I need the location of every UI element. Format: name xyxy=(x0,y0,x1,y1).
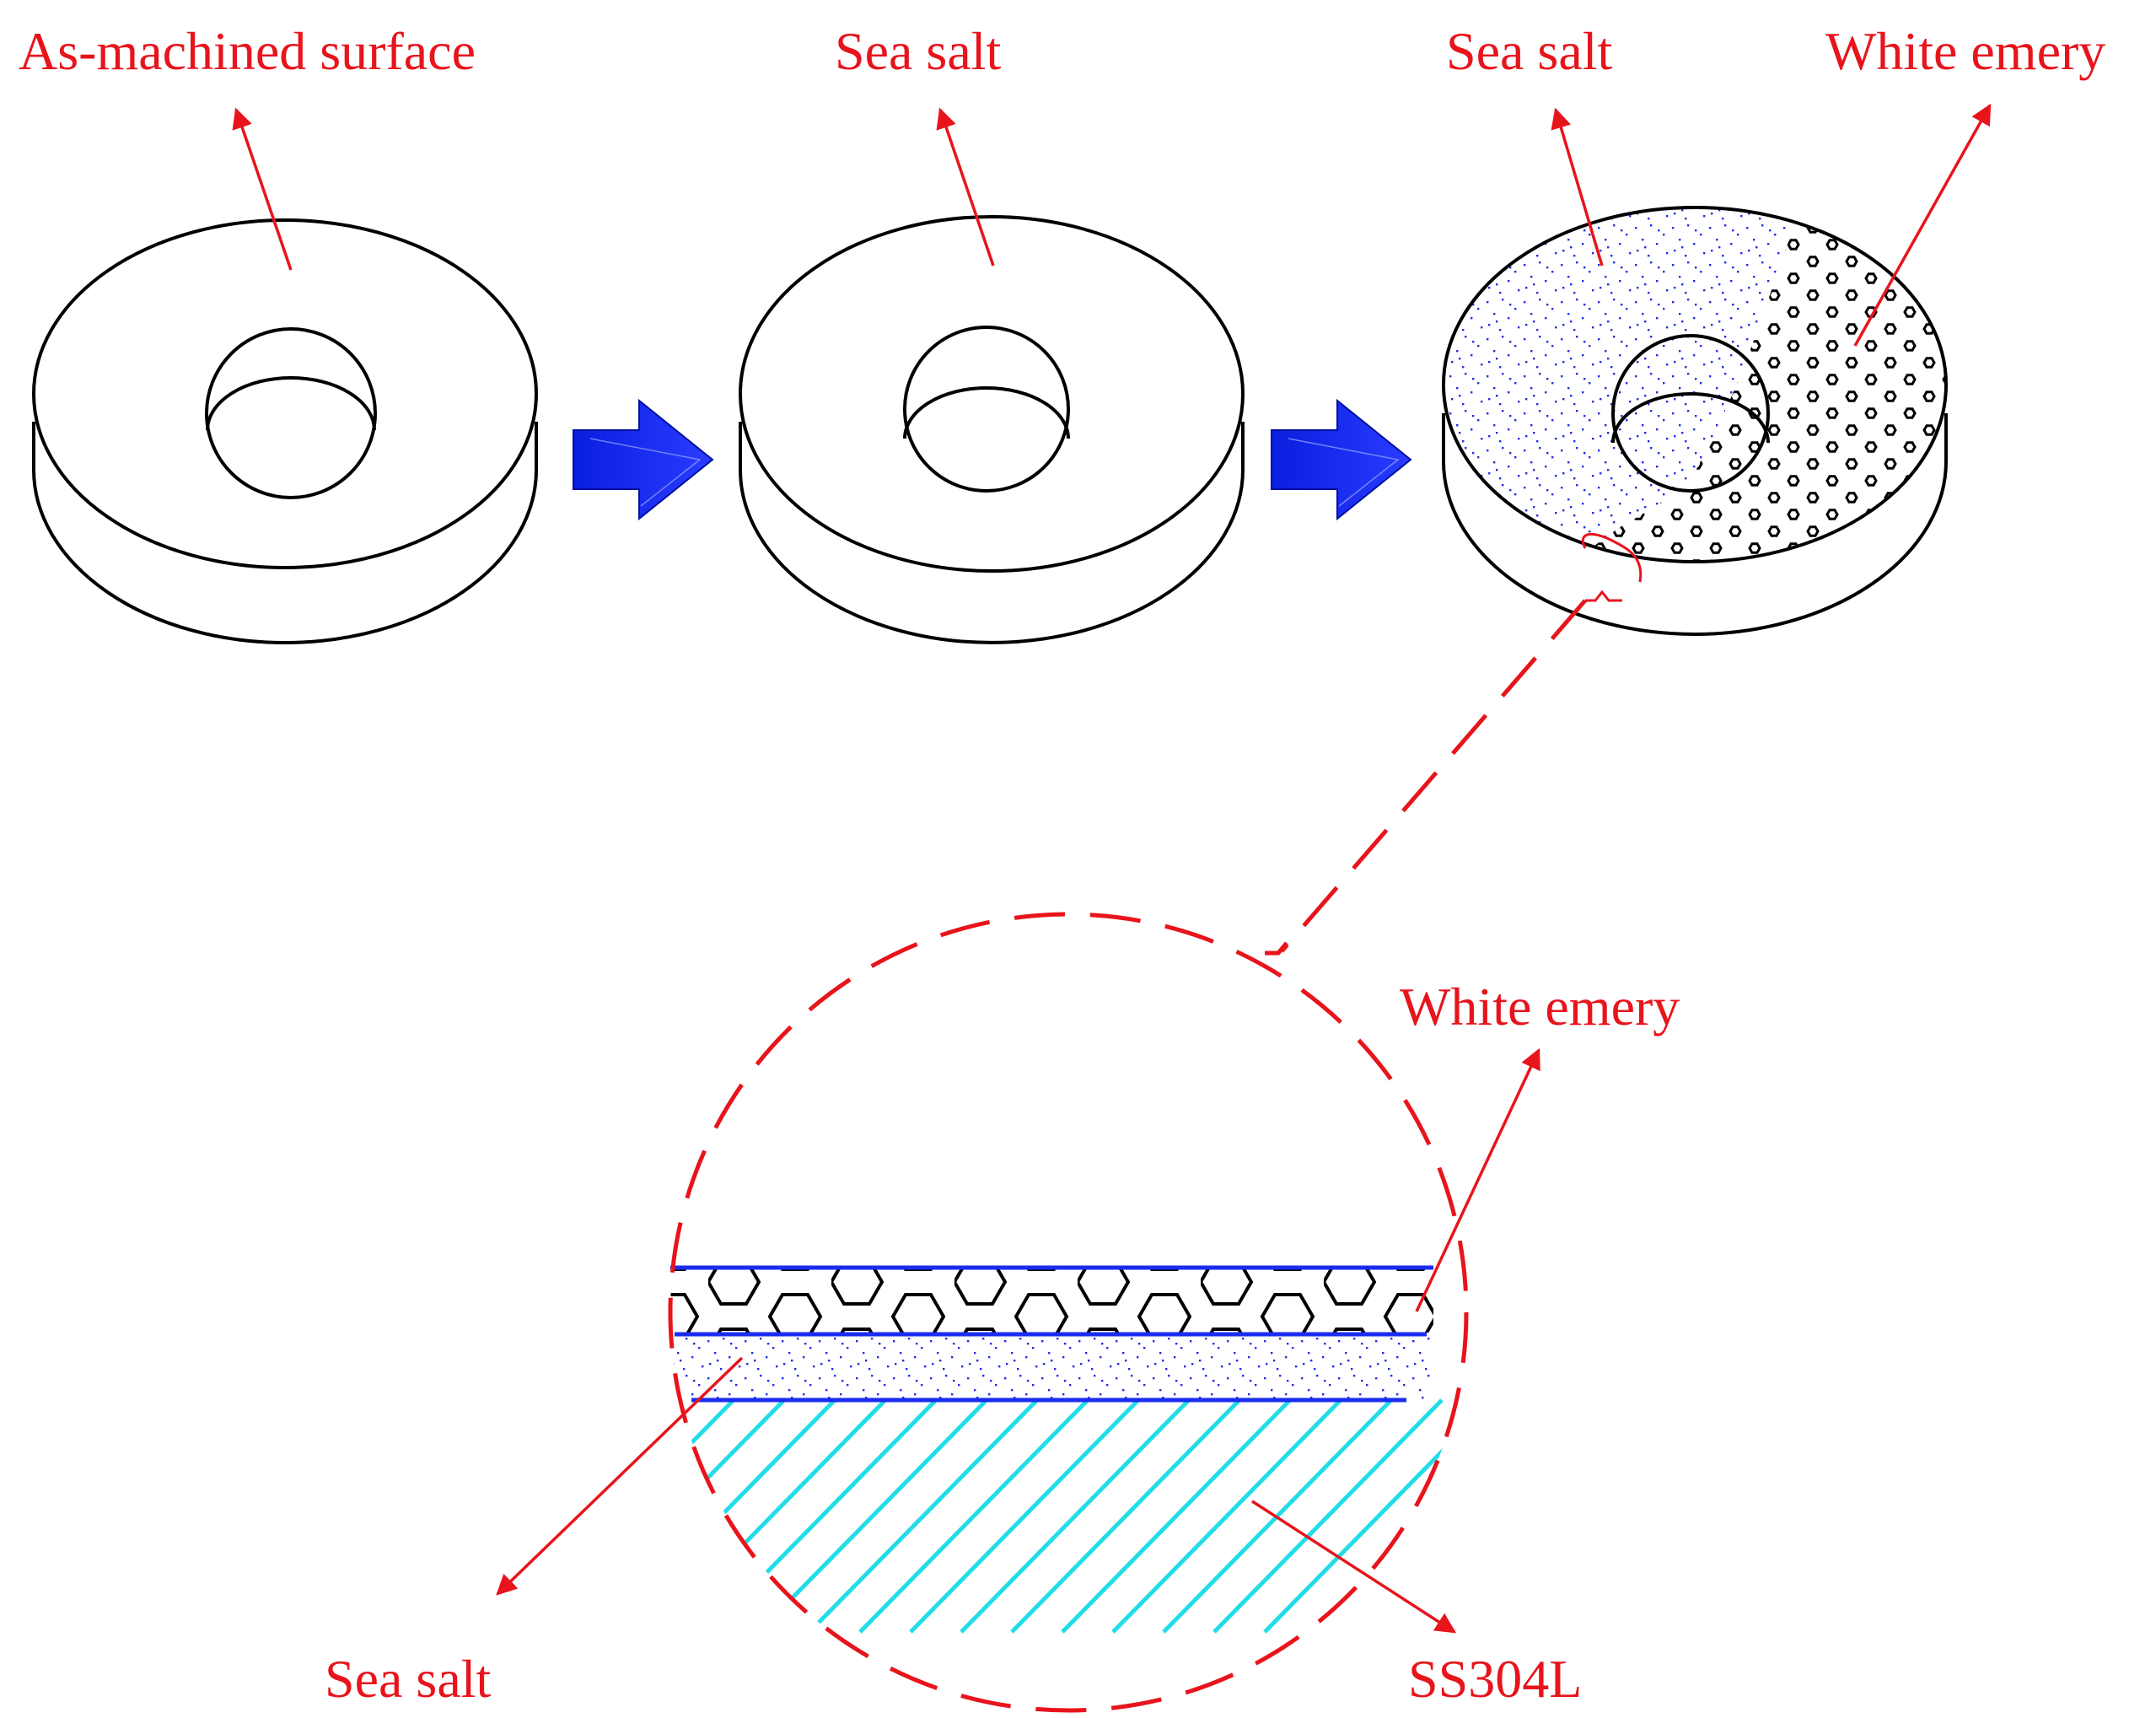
process-arrow-icon xyxy=(1271,398,1412,521)
zoom-connector xyxy=(1280,599,1587,953)
ring-sea-salt xyxy=(739,215,1245,644)
label-sea-salt-stage2: Sea salt xyxy=(835,21,1002,81)
label-ss304l: SS304L xyxy=(1408,1649,1582,1709)
label-as-machined-surface: As-machined surface xyxy=(19,21,476,81)
ring-sea-salt-white-emery xyxy=(1442,206,1948,636)
ring-as-machined xyxy=(32,218,538,644)
label-white-emery-detail: White emery xyxy=(1400,977,1680,1037)
label-white-emery-stage3: White emery xyxy=(1825,21,2105,81)
label-sea-salt-stage3: Sea salt xyxy=(1446,21,1613,81)
process-arrow-icon xyxy=(573,398,714,521)
cross-section-detail xyxy=(668,912,1469,1713)
label-sea-salt-detail: Sea salt xyxy=(325,1649,492,1709)
